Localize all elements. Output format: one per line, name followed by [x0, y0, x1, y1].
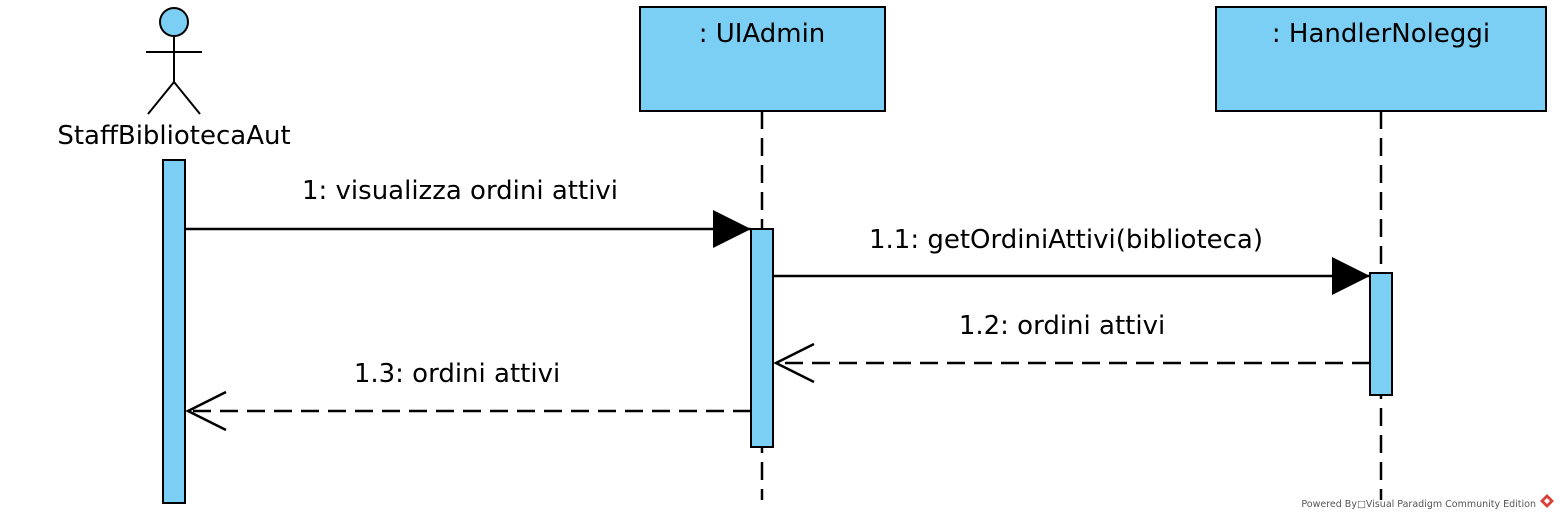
lifeline-title-handlernoleggi: : HandlerNoleggi	[1272, 19, 1490, 49]
message-1-label: 1: visualizza ordini attivi	[302, 176, 618, 206]
lifeline-handlernoleggi: : HandlerNoleggi	[1215, 6, 1547, 500]
vp-logo-icon-inner	[1544, 498, 1550, 504]
watermark-text: Powered By□Visual Paradigm Community Edi…	[1301, 499, 1536, 510]
message-1: 1: visualizza ordini attivi	[185, 176, 751, 248]
message-1-2-label: 1.2: ordini attivi	[959, 311, 1165, 341]
message-1-2: 1.2: ordini attivi	[773, 311, 1370, 384]
message-1-3-label: 1.3: ordini attivi	[354, 359, 560, 389]
lifeline-head-handlernoleggi	[1215, 6, 1547, 112]
message-1-3-arrowhead	[185, 390, 227, 432]
watermark: Powered By□Visual Paradigm Community Edi…	[1301, 494, 1554, 510]
actor-name: StaffBibliotecaAut	[57, 121, 290, 151]
lifeline-title-uiadmin: : UIAdmin	[699, 19, 826, 49]
message-1-1: 1.1: getOrdiniAttivi(biblioteca)	[773, 225, 1370, 295]
message-1-1-label: 1.1: getOrdiniAttivi(biblioteca)	[869, 225, 1263, 255]
actor-left-leg	[147, 81, 175, 115]
lifeline-head-uiadmin	[639, 6, 886, 112]
message-1-2-arrowhead	[773, 342, 815, 384]
activation-actor	[162, 159, 186, 504]
activation-handlernoleggi	[1369, 272, 1393, 396]
actor-right-leg	[173, 81, 201, 115]
actor-head	[159, 7, 189, 37]
activation-uiadmin	[750, 228, 774, 448]
actor-staff-biblioteca: StaffBibliotecaAut	[57, 7, 291, 151]
message-1-3: 1.3: ordini attivi	[185, 359, 751, 432]
